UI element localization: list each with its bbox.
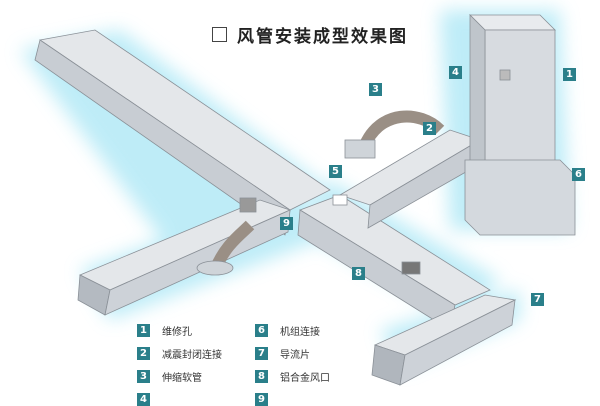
legend-item-3: 3 伸缩软管 xyxy=(137,369,202,384)
legend-num: 2 xyxy=(137,347,150,360)
diagram-title: 风管安装成型效果图 xyxy=(212,22,408,47)
legend-label: 导流片 xyxy=(280,350,310,361)
legend-item-6: 6 机组连接 xyxy=(255,323,320,338)
legend-label: 维修孔 xyxy=(162,327,192,338)
legend-num: 1 xyxy=(137,324,150,337)
legend-item-7: 7 导流片 xyxy=(255,346,310,361)
legend-label: 铝合金风口 xyxy=(280,373,330,384)
diffuser-3 xyxy=(344,139,376,159)
ducts xyxy=(34,14,576,386)
title-text: 风管安装成型效果图 xyxy=(237,27,408,47)
callout-1: 1 xyxy=(563,68,576,81)
front-duct-side xyxy=(399,299,516,386)
access-4 xyxy=(499,69,511,81)
callout-2: 2 xyxy=(423,122,436,135)
legend-num: 8 xyxy=(255,370,268,383)
legend-label: 伸缩软管 xyxy=(162,373,202,384)
unit-box xyxy=(464,159,576,236)
legend-num: 6 xyxy=(255,324,268,337)
aluminum-grille-8 xyxy=(401,261,421,275)
legend-num: 7 xyxy=(255,347,268,360)
callout-5: 5 xyxy=(329,165,342,178)
main-duct-side xyxy=(34,39,291,236)
callout-9: 9 xyxy=(280,217,293,230)
callout-7: 7 xyxy=(531,293,544,306)
diffuser-9 xyxy=(196,260,234,276)
shaft-side xyxy=(469,14,486,186)
legend-label: 机组连接 xyxy=(280,327,320,338)
legend-label: 减震封闭连接 xyxy=(162,350,222,361)
callout-8: 8 xyxy=(352,267,365,280)
grille-9 xyxy=(239,197,257,213)
callout-6: 6 xyxy=(572,168,585,181)
legend-item-1: 1 维修孔 xyxy=(137,323,192,338)
access-5 xyxy=(332,194,348,206)
legend-item-8: 8 铝合金风口 xyxy=(255,369,330,384)
callout-3: 3 xyxy=(369,83,382,96)
callout-4: 4 xyxy=(449,66,462,79)
legend-item-2: 2 减震封闭连接 xyxy=(137,346,222,361)
checkbox-square-icon xyxy=(212,27,227,42)
legend-num: 3 xyxy=(137,370,150,383)
